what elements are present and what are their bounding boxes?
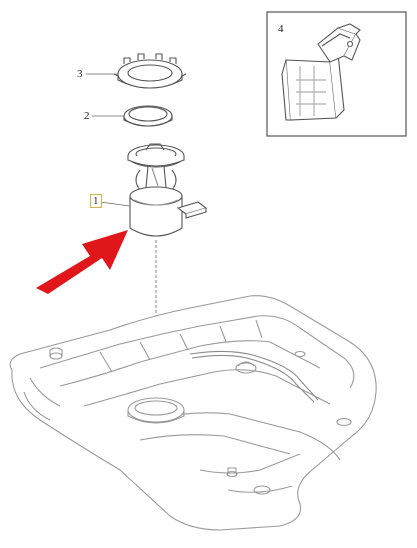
callout-3-lock-ring: 3 bbox=[77, 68, 83, 80]
fuel-tank bbox=[9, 295, 377, 531]
fuel-pump-module-part-1 bbox=[127, 143, 208, 237]
leader-line-1 bbox=[99, 201, 131, 207]
callout-1-fuel-pump: 1 bbox=[90, 194, 102, 208]
sealing-ring-part-2 bbox=[123, 105, 173, 127]
bracket-part-4 bbox=[281, 23, 361, 121]
callout-4-bracket: 4 bbox=[278, 23, 284, 35]
callout-2-sealing-ring: 2 bbox=[84, 110, 90, 122]
red-arrow-icon bbox=[36, 230, 128, 294]
lock-ring-part-3 bbox=[113, 53, 187, 89]
